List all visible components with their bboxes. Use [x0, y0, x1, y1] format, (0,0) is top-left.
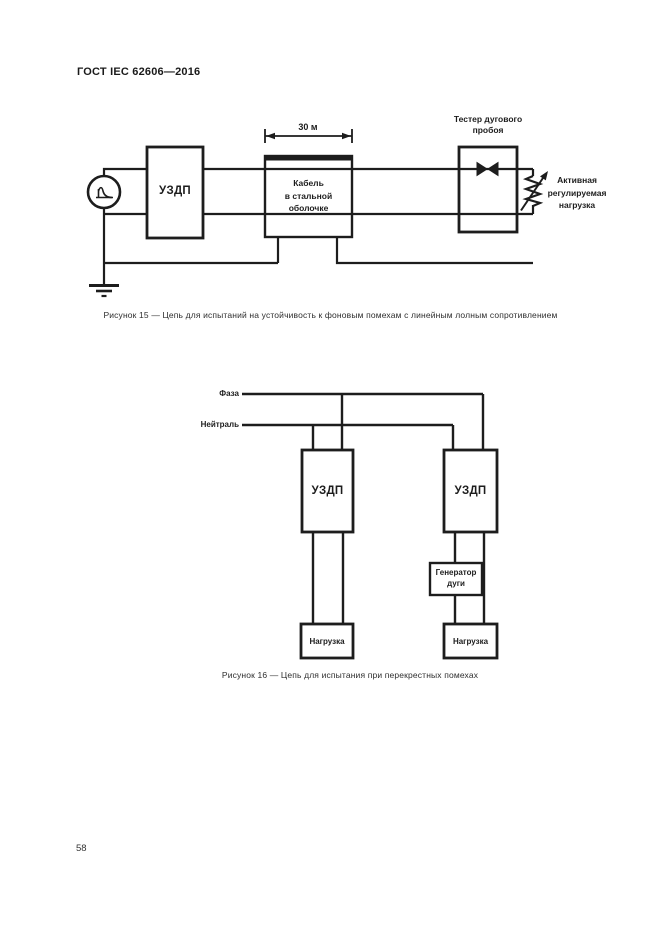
uzdp-right-box [442, 448, 499, 534]
phase-wire-label: Фаза [219, 389, 239, 398]
figure16-caption: Рисунок 16 — Цепь для испытания при пере… [221, 670, 479, 680]
page-number: 58 [76, 843, 87, 854]
ground-icon [89, 284, 119, 298]
ac-source-icon [86, 174, 122, 210]
arc-generator-box [428, 561, 484, 597]
load-left-label: Нагрузка [309, 637, 345, 646]
figure15-wires [102, 167, 535, 285]
uzdp-left-box [300, 448, 355, 534]
adjustable-load-label: Активная регулируемая нагрузка [547, 175, 607, 210]
cable-box-label: Кабель в стальной оболочке [284, 178, 333, 213]
neutral-wire-label: Нейтраль [200, 420, 239, 429]
arc-tester-box [457, 145, 519, 234]
uzdp-left-label: УЗДП [311, 485, 344, 497]
uzdp-box [145, 145, 205, 240]
arc-generator-label: Генератор дуги [435, 568, 477, 588]
load-right-label: Нагрузка [452, 637, 489, 646]
load-right-box [442, 622, 499, 660]
arc-tester-label: Тестер дугового пробоя [453, 114, 523, 135]
spark-gap-icon [476, 161, 499, 177]
cable-length-dimension-label: 30 м [298, 122, 318, 132]
dimension-arrow [264, 129, 353, 143]
figure16-wires [242, 392, 486, 624]
page-header-title: ГОСТ IEC 62606—2016 [77, 66, 201, 78]
uzdp-label-fig15: УЗДП [158, 185, 192, 197]
load-left-box [299, 622, 355, 660]
adjustable-load-icon [520, 171, 548, 212]
figure15-caption: Рисунок 15 — Цепь для испытаний на устой… [103, 310, 558, 320]
uzdp-right-label: УЗДП [454, 485, 487, 497]
cable-box [263, 154, 354, 239]
